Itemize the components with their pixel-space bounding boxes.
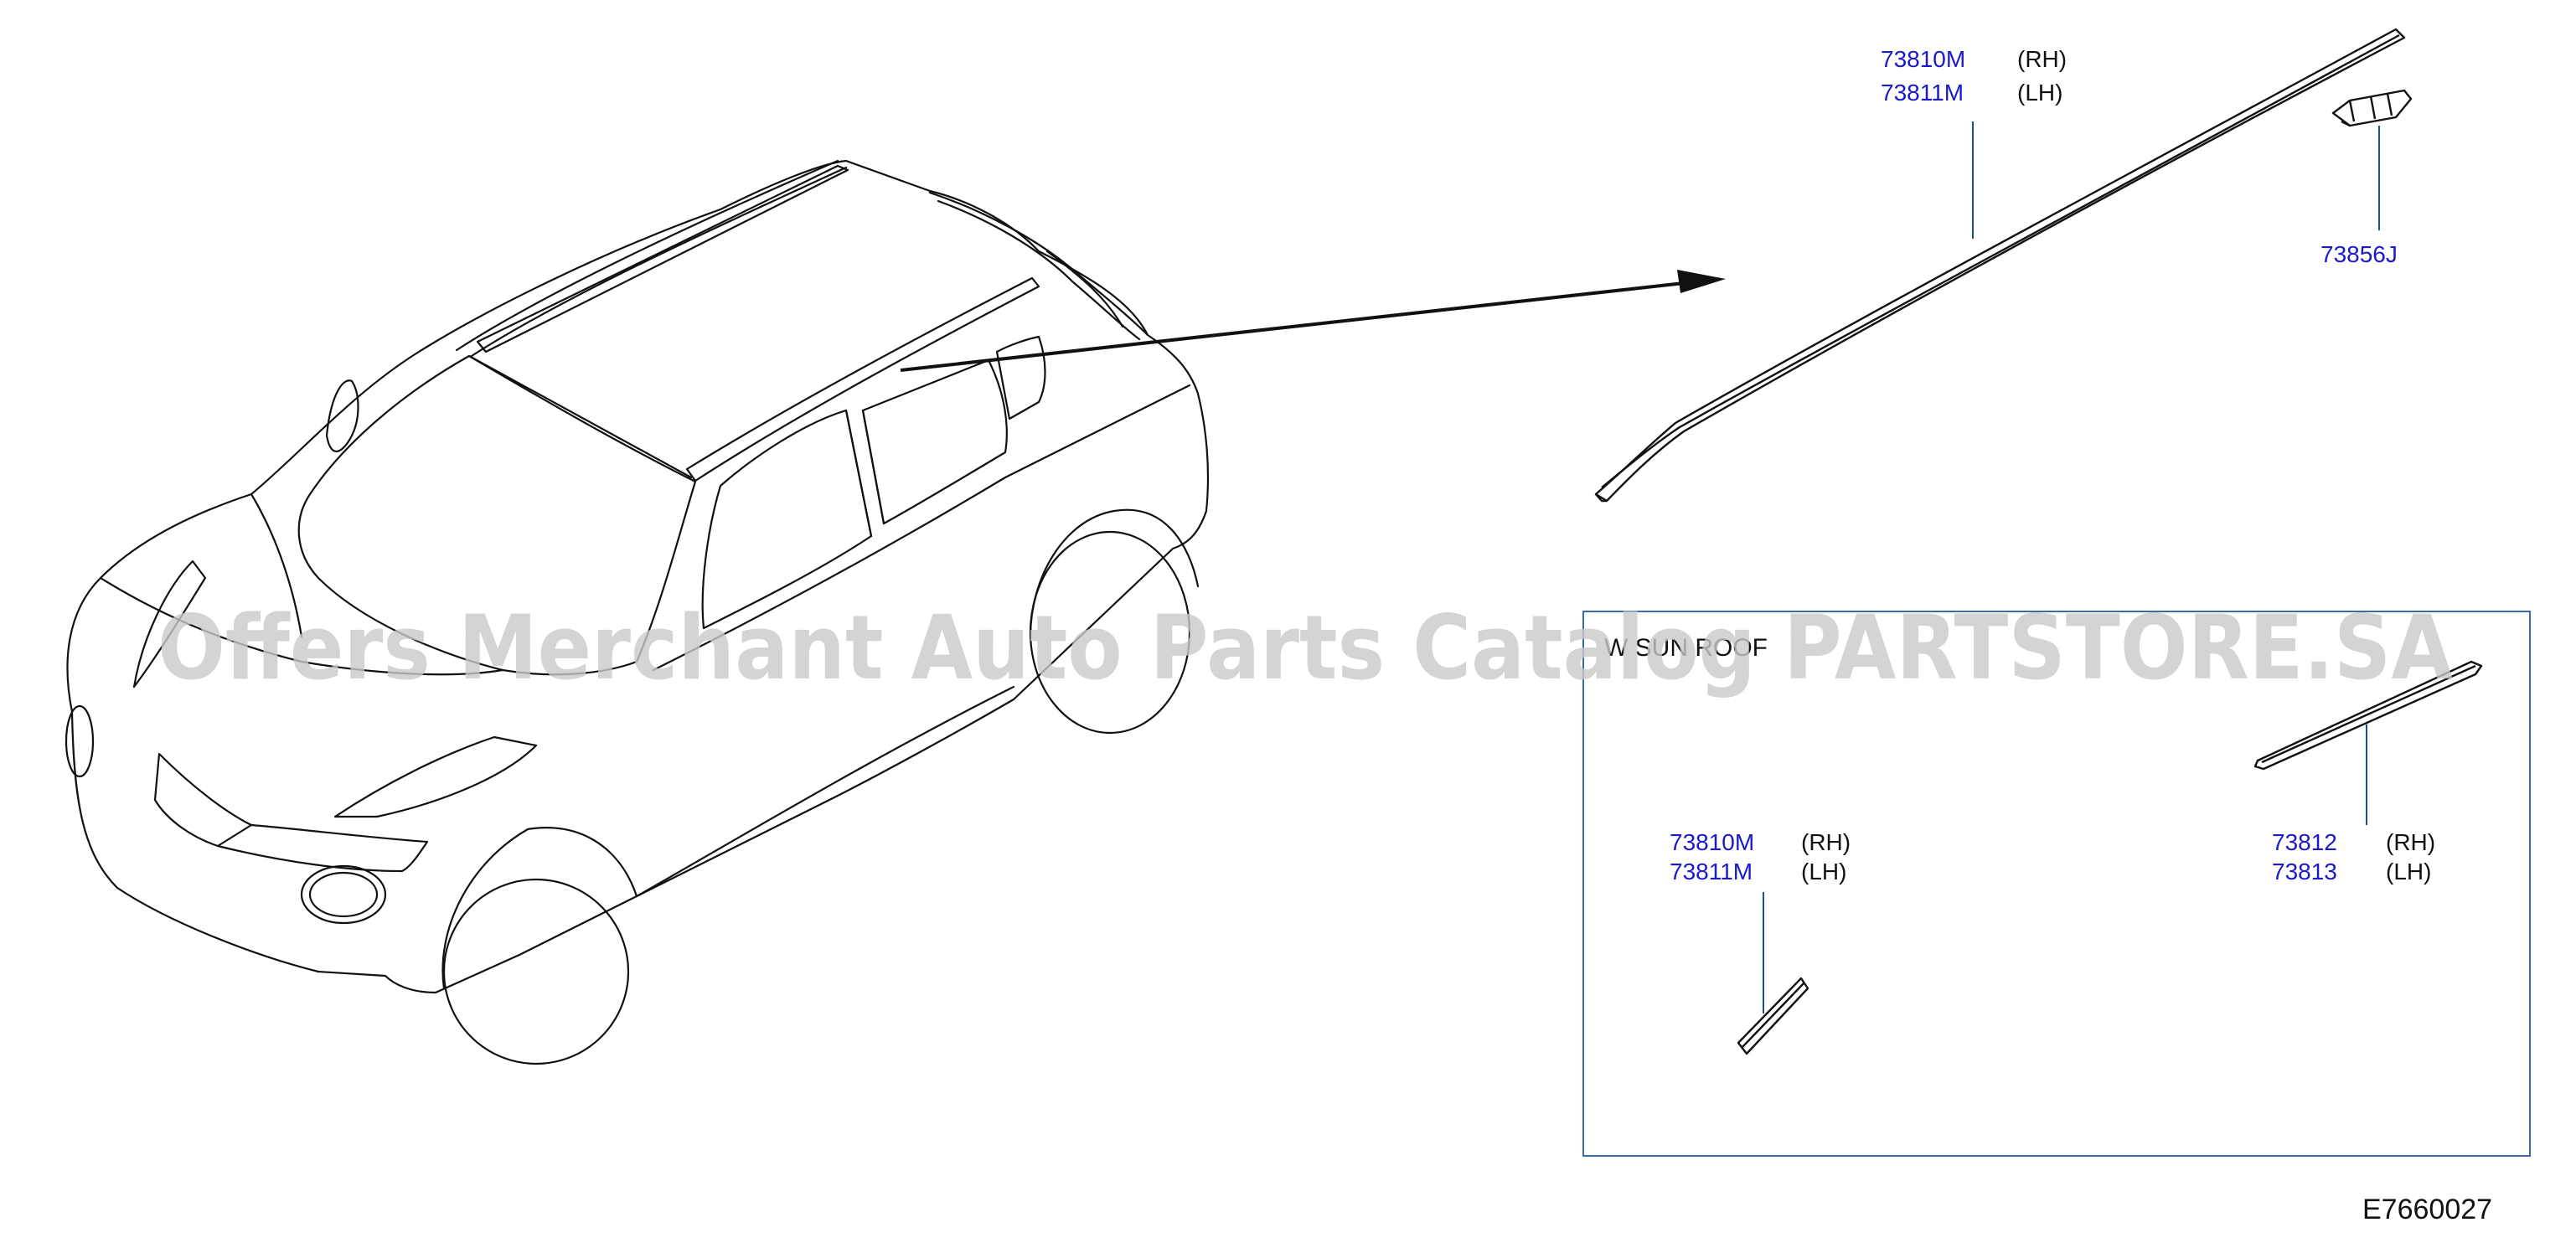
vehicle-illustration <box>65 159 1210 1065</box>
side-rh: (RH) <box>2017 46 2067 72</box>
inset-rail-part[interactable] <box>1737 977 1809 1055</box>
side-lh: (LH) <box>2017 80 2062 106</box>
part-code-end-cap[interactable]: 73856J <box>2320 241 2398 267</box>
end-cap-part[interactable] <box>2331 89 2413 127</box>
inset-rail-side-lh: (LH) <box>1801 859 1846 885</box>
reference-arrow <box>900 270 1726 372</box>
inset-molding-code-lh[interactable]: 73813 <box>2272 859 2337 885</box>
inset-rail-code-lh[interactable]: 73811M <box>1670 859 1753 885</box>
part-code-lh[interactable]: 73811M <box>1881 80 1964 106</box>
diagram-id: E7660027 <box>2362 1194 2492 1225</box>
callout-roof-rail-main: 73810M (RH) 73811M (LH) <box>1881 46 2067 106</box>
inset-molding-part[interactable] <box>2253 660 2483 771</box>
watermark: Offers Merchant Auto Parts Catalog PARTS… <box>157 596 2453 699</box>
roof-rail-part[interactable] <box>1594 28 2406 503</box>
inset-rail-code-rh[interactable]: 73810M <box>1670 829 1754 855</box>
inset-label: W SUN ROOF <box>1604 634 1768 662</box>
inset-molding-side-lh: (LH) <box>2386 859 2431 885</box>
part-code-rh[interactable]: 73810M <box>1881 46 1965 72</box>
inset-frame <box>1582 611 2531 1157</box>
inset-molding-side-rh: (RH) <box>2386 829 2435 855</box>
callout-inset-rail: 73810M (RH) 73811M (LH) <box>1670 829 1851 885</box>
callout-inset-molding: 73812 (RH) 73813 (LH) <box>2272 829 2435 885</box>
inset-rail-side-rh: (RH) <box>1801 829 1851 855</box>
inset-molding-code-rh[interactable]: 73812 <box>2272 829 2337 855</box>
